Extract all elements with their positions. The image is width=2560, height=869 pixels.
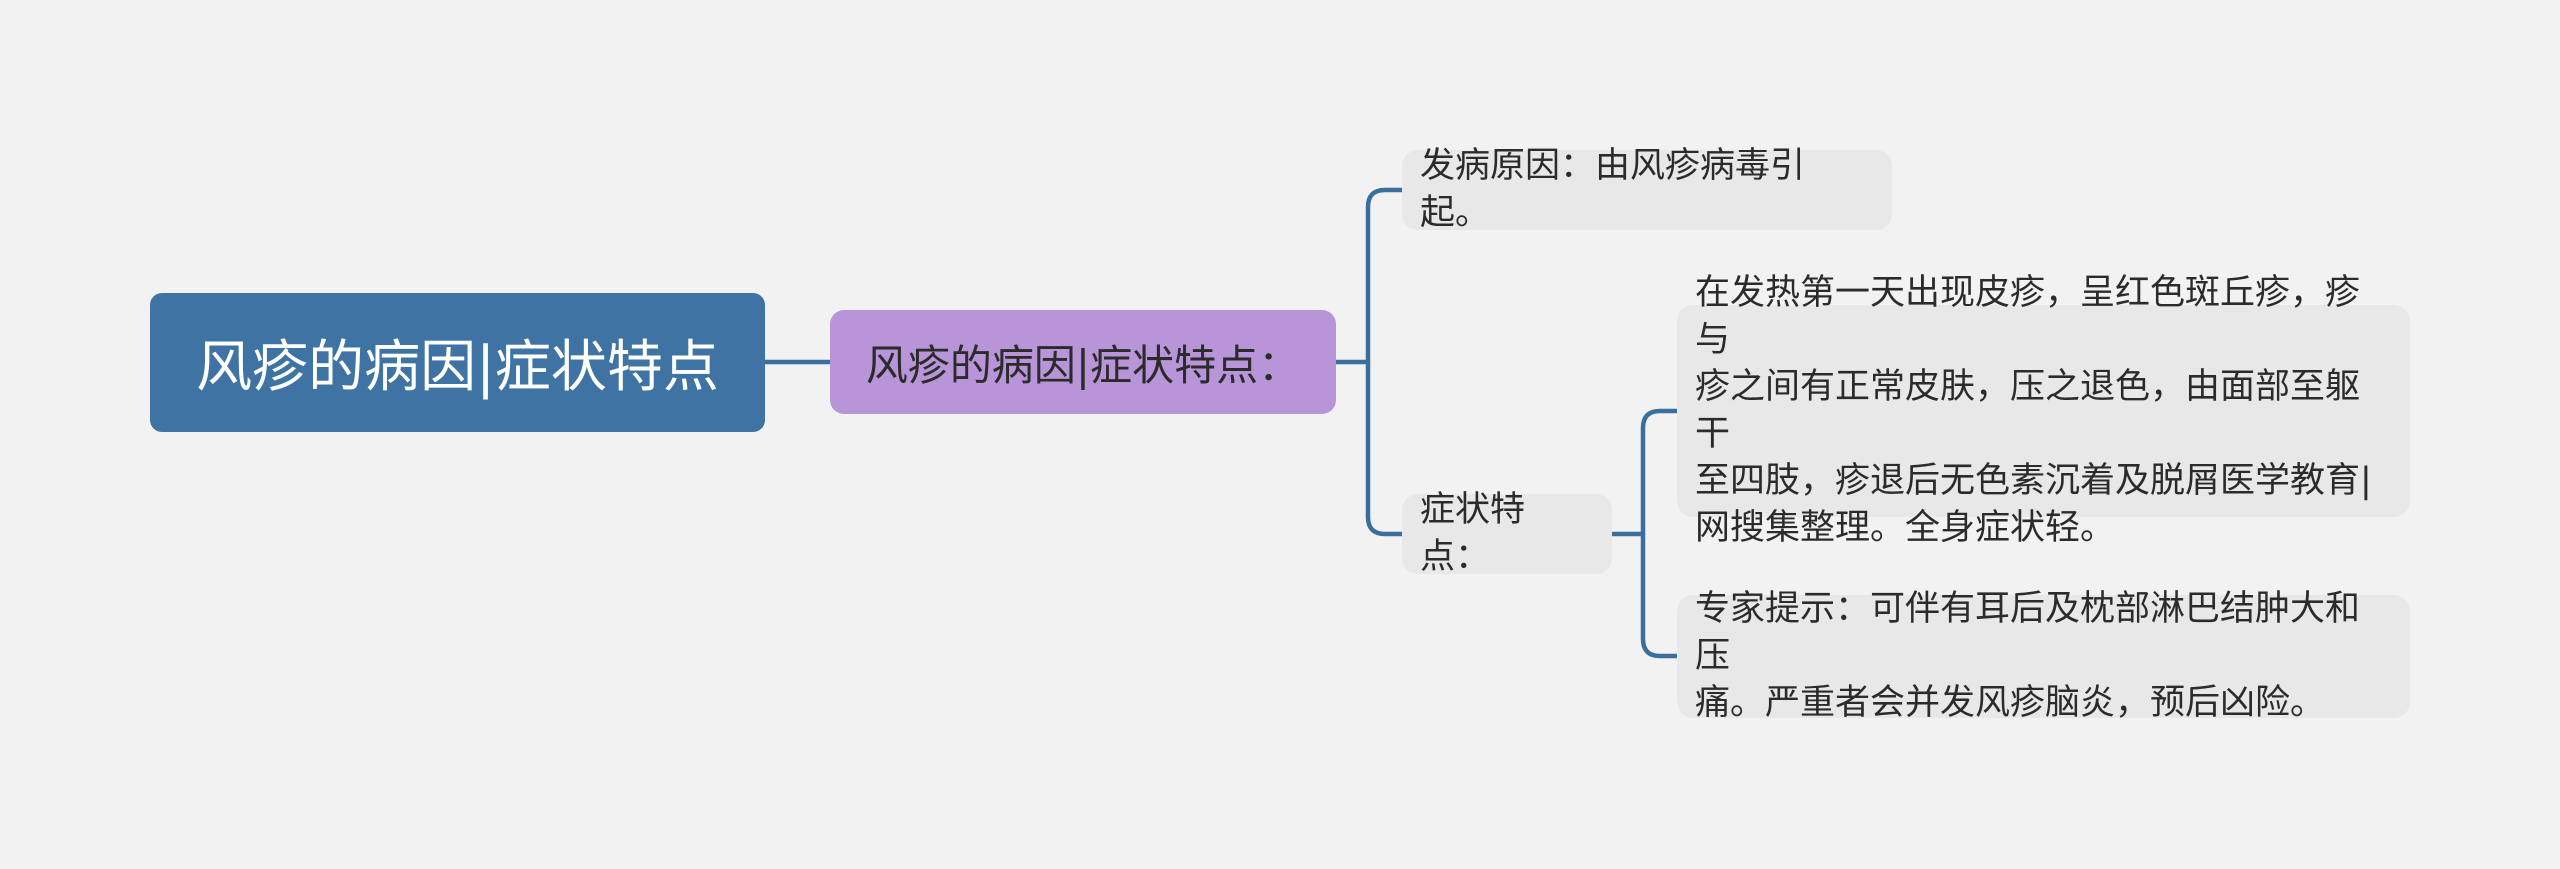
root-topic-label: 风疹的病因|症状特点 [196,335,719,400]
branch-topic[interactable]: 风疹的病因|症状特点： [830,310,1336,414]
connector-branch-cause [1365,187,1405,365]
connector-symptom-expert [1640,531,1680,659]
connector-branch-symptom [1365,359,1405,537]
subtopic-symptom-detail-label: 在发热第一天出现皮疹，呈红色斑丘疹，疹与 疹之间有正常皮肤，压之退色，由面部至躯… [1695,273,2372,548]
root-topic[interactable]: 风疹的病因|症状特点 [150,293,765,432]
subtopic-cause[interactable]: 发病原因：由风疹病毒引起。 [1402,146,1892,233]
subtopic-symptom-detail[interactable]: 在发热第一天出现皮疹，呈红色斑丘疹，疹与 疹之间有正常皮肤，压之退色，由面部至躯… [1677,273,2410,548]
subtopic-symptoms[interactable]: 症状特点： [1402,490,1612,577]
subtopic-cause-label: 发病原因：由风疹病毒引起。 [1420,146,1806,233]
subtopic-symptoms-label: 症状特点： [1420,490,1526,577]
subtopic-expert-tip-label: 专家提示：可伴有耳后及枕部淋巴结肿大和压 痛。严重者会并发风疹脑炎，预后凶险。 [1695,589,2361,723]
subtopic-expert-tip[interactable]: 专家提示：可伴有耳后及枕部淋巴结肿大和压 痛。严重者会并发风疹脑炎，预后凶险。 [1677,589,2410,723]
connector-symptom-detail [1640,408,1680,537]
branch-topic-label: 风疹的病因|症状特点： [865,340,1301,390]
